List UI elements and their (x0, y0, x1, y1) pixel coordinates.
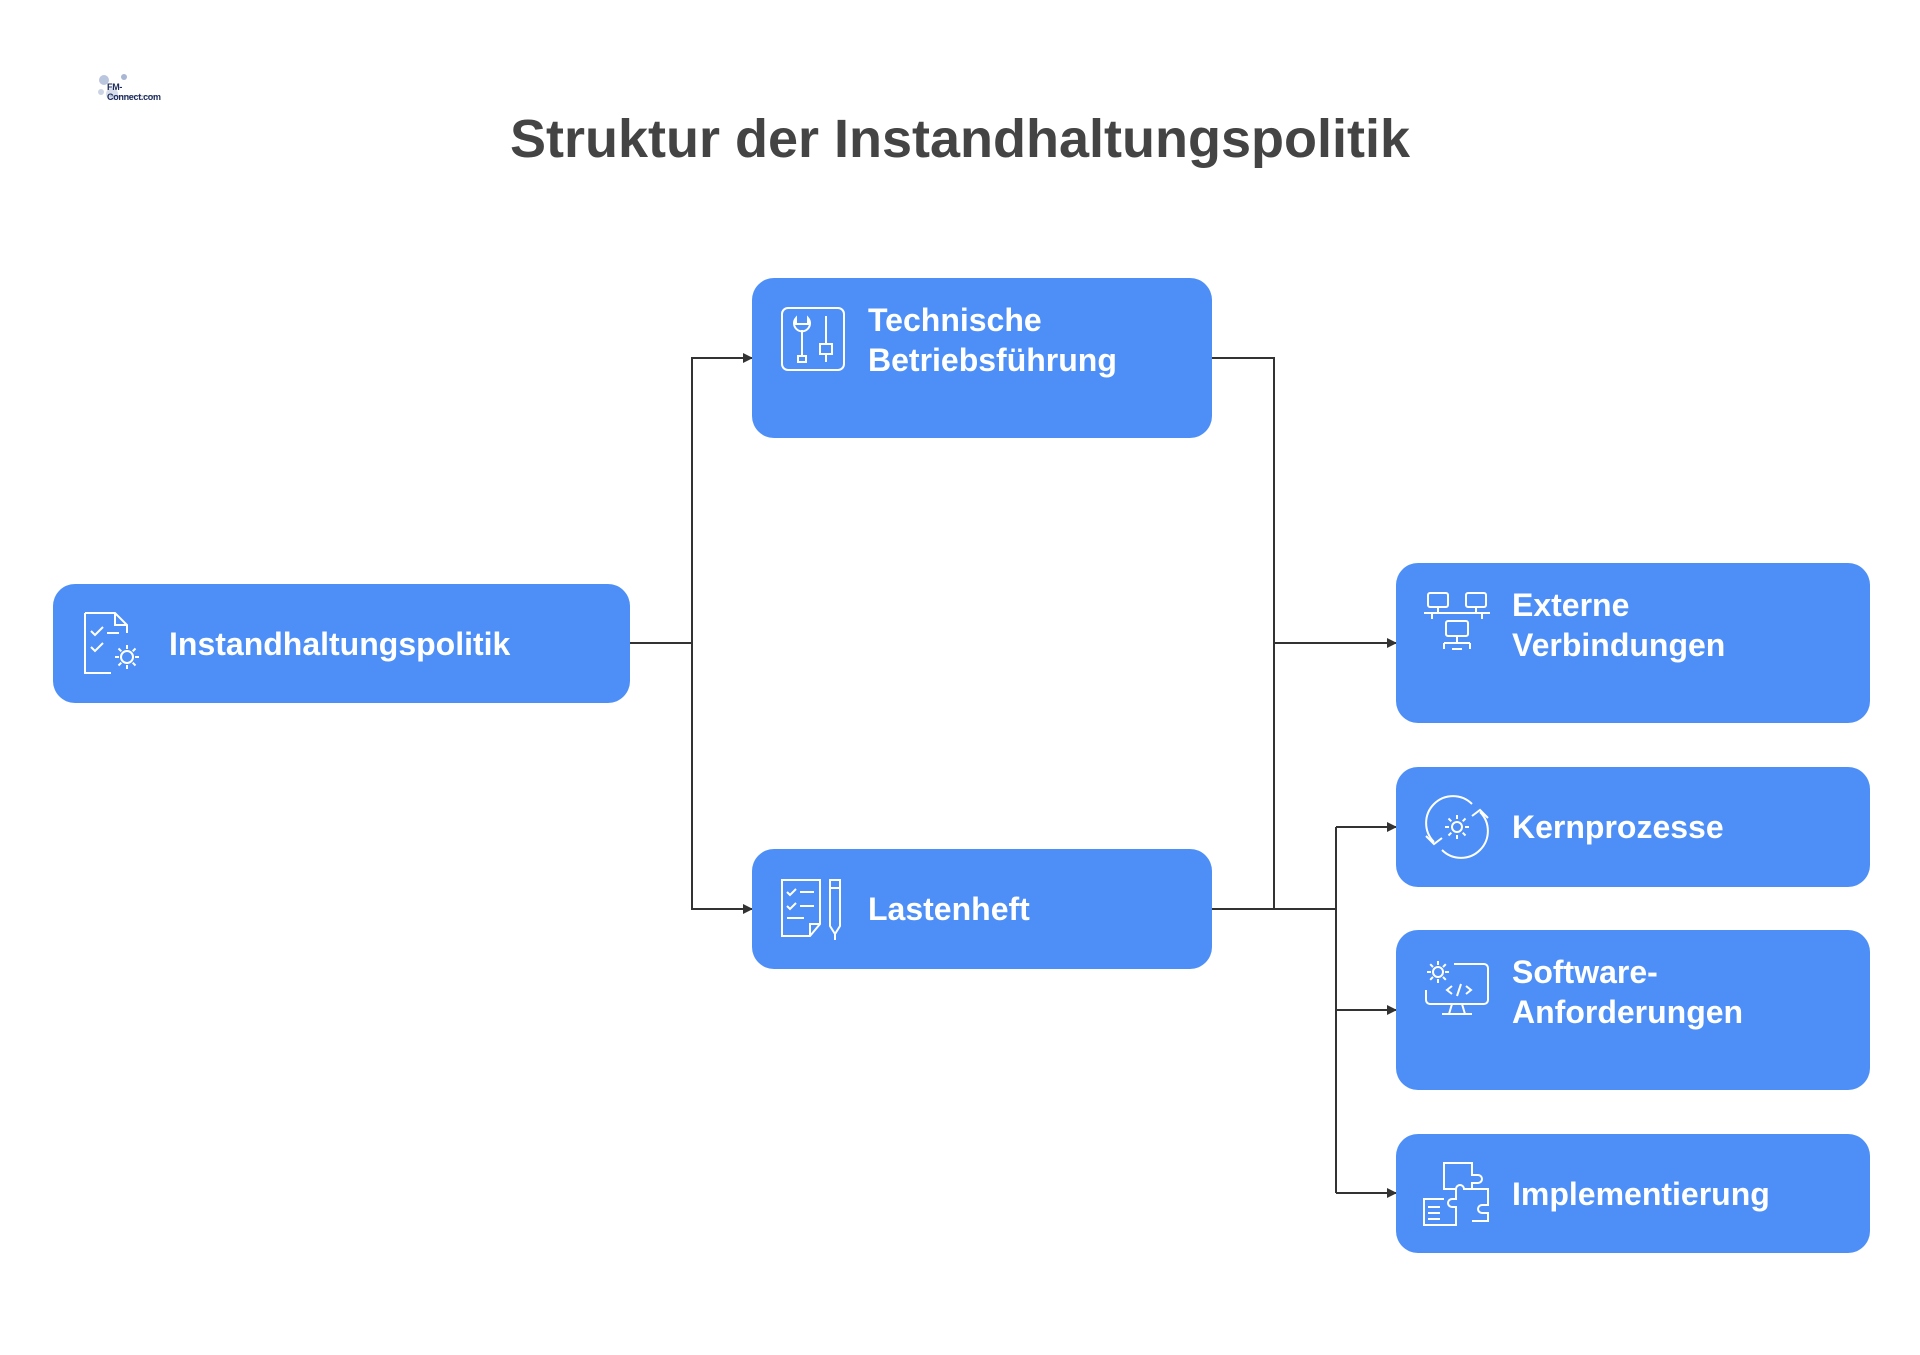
monitor-code-gear-icon (1425, 961, 1489, 1015)
node-label: Implementierung (1512, 1175, 1770, 1212)
node-instandhaltungspolitik: Instandhaltungspolitik (53, 584, 630, 703)
node-label: Instandhaltungspolitik (169, 625, 511, 662)
network-computers-icon (1424, 592, 1490, 650)
node-implementierung: Implementierung (1396, 1134, 1870, 1253)
node-label: Kernprozesse (1512, 809, 1724, 845)
gear-cycle-icon (1425, 795, 1489, 859)
node-lastenheft: Lastenheft (752, 849, 1212, 969)
node-label: Lastenheft (868, 891, 1030, 927)
connector-root-to-technical (691, 353, 753, 643)
node-kernprozesse: Kernprozesse (1396, 767, 1870, 887)
document-gear-icon (84, 611, 139, 674)
logo-text: FM-Connect.com (107, 82, 161, 102)
connector-technical-to-external (1212, 357, 1275, 909)
checklist-pen-icon (781, 879, 841, 940)
puzzle-pieces-icon (1423, 1161, 1489, 1226)
node-label: Software- Anforderungen (1512, 954, 1744, 1030)
node-label: Technische Betriebsführung (868, 302, 1117, 378)
connector-root-to-requirements (691, 643, 753, 914)
node-label: Externe Verbindungen (1512, 587, 1726, 663)
company-logo: FM-Connect.com (96, 72, 162, 102)
node-technische-betriebsfuehrung: Technische Betriebsführung (752, 278, 1212, 438)
wrench-tools-icon (781, 307, 845, 371)
node-software-anforderungen: Software- Anforderungen (1396, 930, 1870, 1090)
node-externe-verbindungen: Externe Verbindungen (1396, 563, 1870, 723)
page-title: Struktur der Instandhaltungspolitik (509, 109, 1411, 169)
